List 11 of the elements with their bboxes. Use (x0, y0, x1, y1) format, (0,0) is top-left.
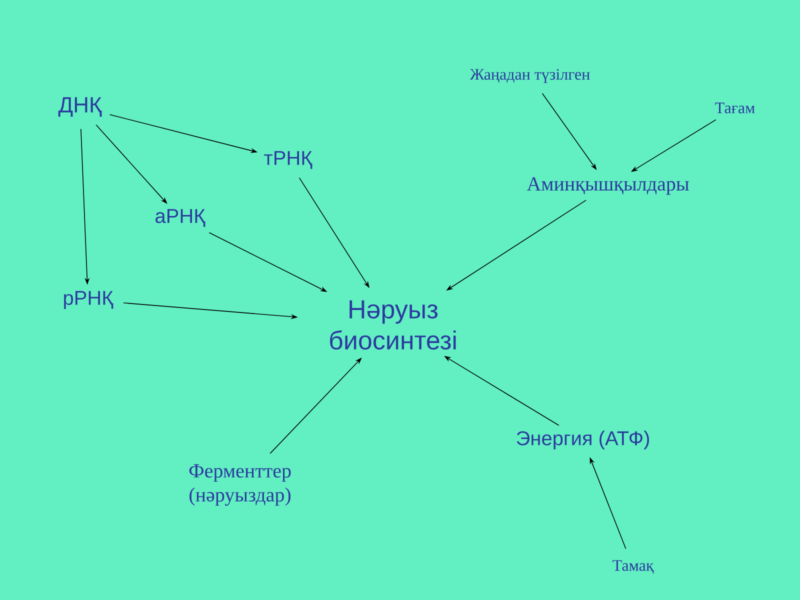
title-text: Нәруыз биосинтезі (330, 300, 456, 350)
node-label: Тағам (715, 102, 755, 114)
node-label: Аминқышқылдары (526, 177, 689, 195)
node-label: Тамақ (612, 560, 654, 574)
node-label: тРНҚ (264, 151, 312, 169)
node-label: рРНҚ (64, 291, 114, 309)
node-label: Жаңадан түзілген (470, 69, 590, 83)
node-label: Ферменттер (нәруыздар) (189, 464, 291, 506)
node-label: Энергия (АТФ) (516, 430, 649, 450)
node-label: аРНҚ (156, 209, 206, 227)
node-label: ДНҚ (58, 97, 102, 117)
